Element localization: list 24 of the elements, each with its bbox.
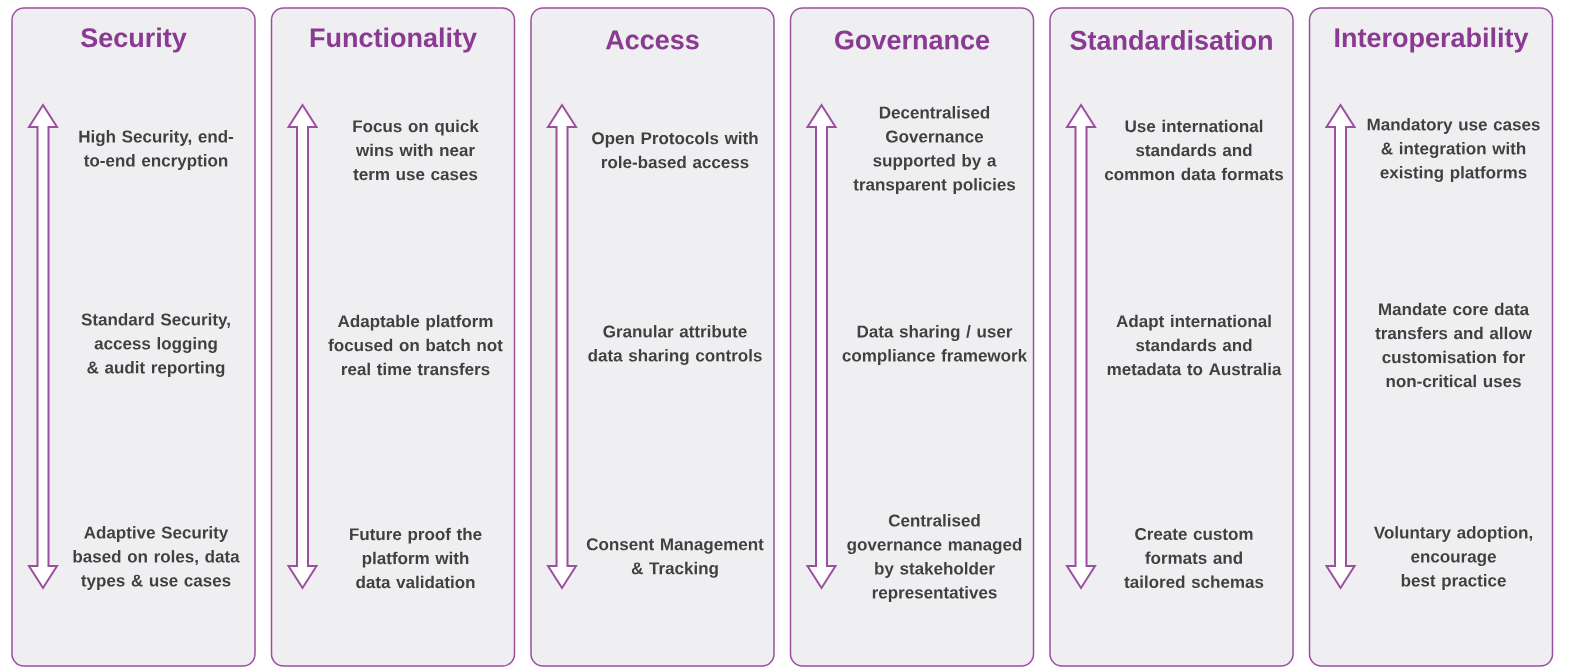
option-text: Adaptable platform focused on batch not real time transfers bbox=[328, 314, 503, 376]
option-text: Create custom formats and tailored schemas bbox=[1124, 528, 1264, 589]
option-text: Consent Management & Tracking bbox=[586, 538, 764, 578]
option-text: Mandatory use cases & integration with existing platforms bbox=[1367, 118, 1540, 182]
option-text: Standard Security, access logging & audit reporting bbox=[81, 313, 230, 377]
option-text: Adapt international standards and metadata to Australia bbox=[1107, 314, 1282, 376]
option-text: High Security, end-to-end encryption bbox=[79, 130, 234, 170]
column-title: Access bbox=[605, 30, 699, 50]
option-text: Decentralised Governance supported by a transparent policies bbox=[853, 106, 1016, 194]
option-text: Data sharing / user compliance framework bbox=[842, 325, 1028, 365]
option-text: Adaptive Security based on roles, data types & use cases bbox=[73, 526, 240, 590]
option-text: Mandate core data transfers and allow customisation for non-critical uses bbox=[1375, 302, 1532, 388]
option-text: Future proof the platform with data validation bbox=[350, 527, 482, 589]
option-text: Voluntary adoption, encourage best practice bbox=[1374, 526, 1533, 590]
column-title: Governance bbox=[835, 30, 990, 50]
column-title: Functionality bbox=[310, 27, 477, 53]
column-title: Security bbox=[81, 27, 187, 53]
column-title: Interoperability bbox=[1335, 27, 1529, 53]
option-text: Open Protocols with role-based access bbox=[592, 131, 758, 169]
column-title: Standardisation bbox=[1070, 30, 1272, 50]
option-text: Granular attribute data sharing controls bbox=[588, 325, 762, 365]
option-text: Use international standards and common data formats bbox=[1104, 119, 1284, 181]
option-text: Centralised governance managed by stakeholder representatives bbox=[847, 514, 1022, 602]
option-text: Focus on quick wins with near term use cases bbox=[353, 119, 479, 181]
